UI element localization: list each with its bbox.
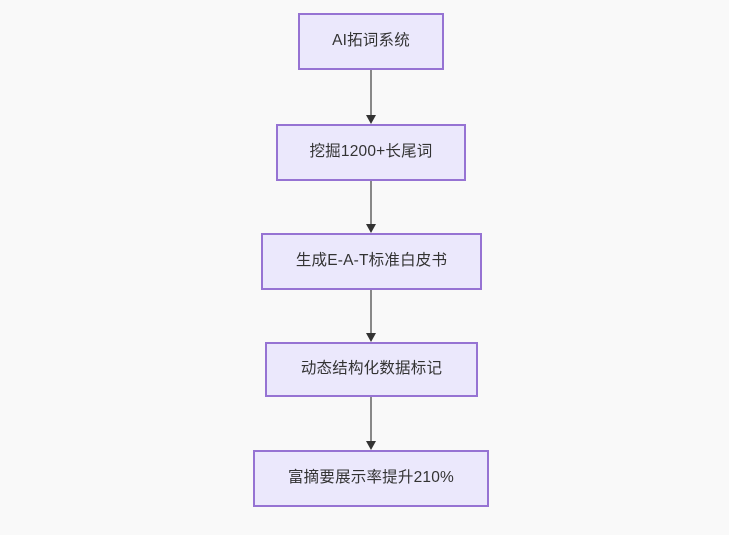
flowchart-node-label: 挖掘1200+长尾词	[309, 143, 433, 161]
arrow-head-icon	[366, 224, 376, 233]
flowchart-node-label: AI拓词系统	[332, 32, 410, 50]
flowchart-node-5[interactable]: 富摘要展示率提升210%	[253, 450, 489, 507]
arrow-head-icon	[366, 441, 376, 450]
edge-line	[370, 397, 372, 441]
arrow-head-icon	[366, 115, 376, 124]
edge-line	[370, 181, 372, 224]
flowchart-node-label: 生成E-A-T标准白皮书	[295, 252, 448, 270]
edge-line	[370, 290, 372, 333]
flowchart-node-1[interactable]: AI拓词系统	[298, 13, 444, 70]
arrow-head-icon	[366, 333, 376, 342]
edge-line	[370, 70, 372, 115]
flowchart-node-4[interactable]: 动态结构化数据标记	[265, 342, 478, 397]
flowchart-node-label: 动态结构化数据标记	[300, 360, 443, 378]
flowchart-node-2[interactable]: 挖掘1200+长尾词	[276, 124, 466, 181]
flowchart-node-label: 富摘要展示率提升210%	[287, 469, 455, 487]
flowchart-node-3[interactable]: 生成E-A-T标准白皮书	[261, 233, 482, 290]
